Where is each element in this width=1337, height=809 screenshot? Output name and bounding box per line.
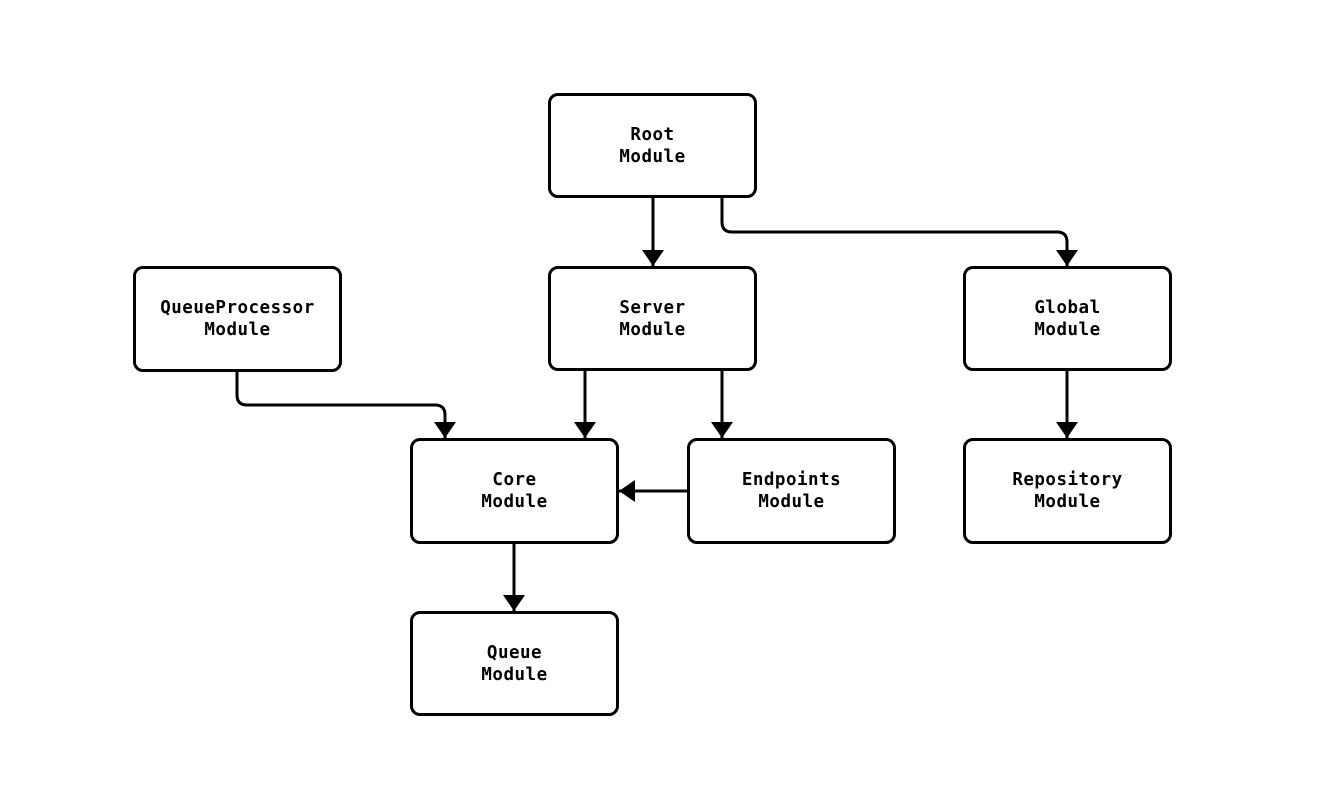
edge-global-repository-arrowhead — [1056, 422, 1078, 438]
node-queue-label: Queue Module — [481, 642, 548, 685]
edge-server-core-arrowhead — [574, 422, 596, 438]
edge-server-endpoints-arrowhead — [711, 422, 733, 438]
node-global-module: Global Module — [963, 266, 1172, 371]
edge-endpoints-core-arrowhead — [619, 480, 635, 502]
node-core-module: Core Module — [410, 438, 619, 544]
node-repository-label: Repository Module — [1012, 470, 1123, 512]
node-queueprocessor-label: QueueProcessor Module — [160, 298, 315, 340]
node-queue-module: Queue Module — [410, 611, 619, 716]
node-endpoints-module: Endpoints Module — [687, 438, 896, 544]
edge-queueprocessor-core-arrowhead — [434, 422, 456, 438]
node-core-label: Core Module — [481, 470, 548, 512]
node-root-label: Root Module — [619, 124, 686, 167]
node-global-label: Global Module — [1034, 297, 1101, 340]
node-endpoints-label: Endpoints Module — [741, 470, 842, 512]
edge-queueprocessor-core — [235, 372, 447, 438]
edge-root-global-arrowhead — [1056, 250, 1078, 266]
edge-root-server-arrowhead — [642, 250, 664, 266]
edge-root-global — [720, 198, 1069, 266]
node-root-module: Root Module — [548, 93, 757, 198]
node-server-module: Server Module — [548, 266, 757, 371]
node-queueprocessor-module: QueueProcessor Module — [133, 266, 342, 372]
node-repository-module: Repository Module — [963, 438, 1172, 544]
node-server-label: Server Module — [619, 297, 686, 340]
edge-core-queue-arrowhead — [503, 595, 525, 611]
